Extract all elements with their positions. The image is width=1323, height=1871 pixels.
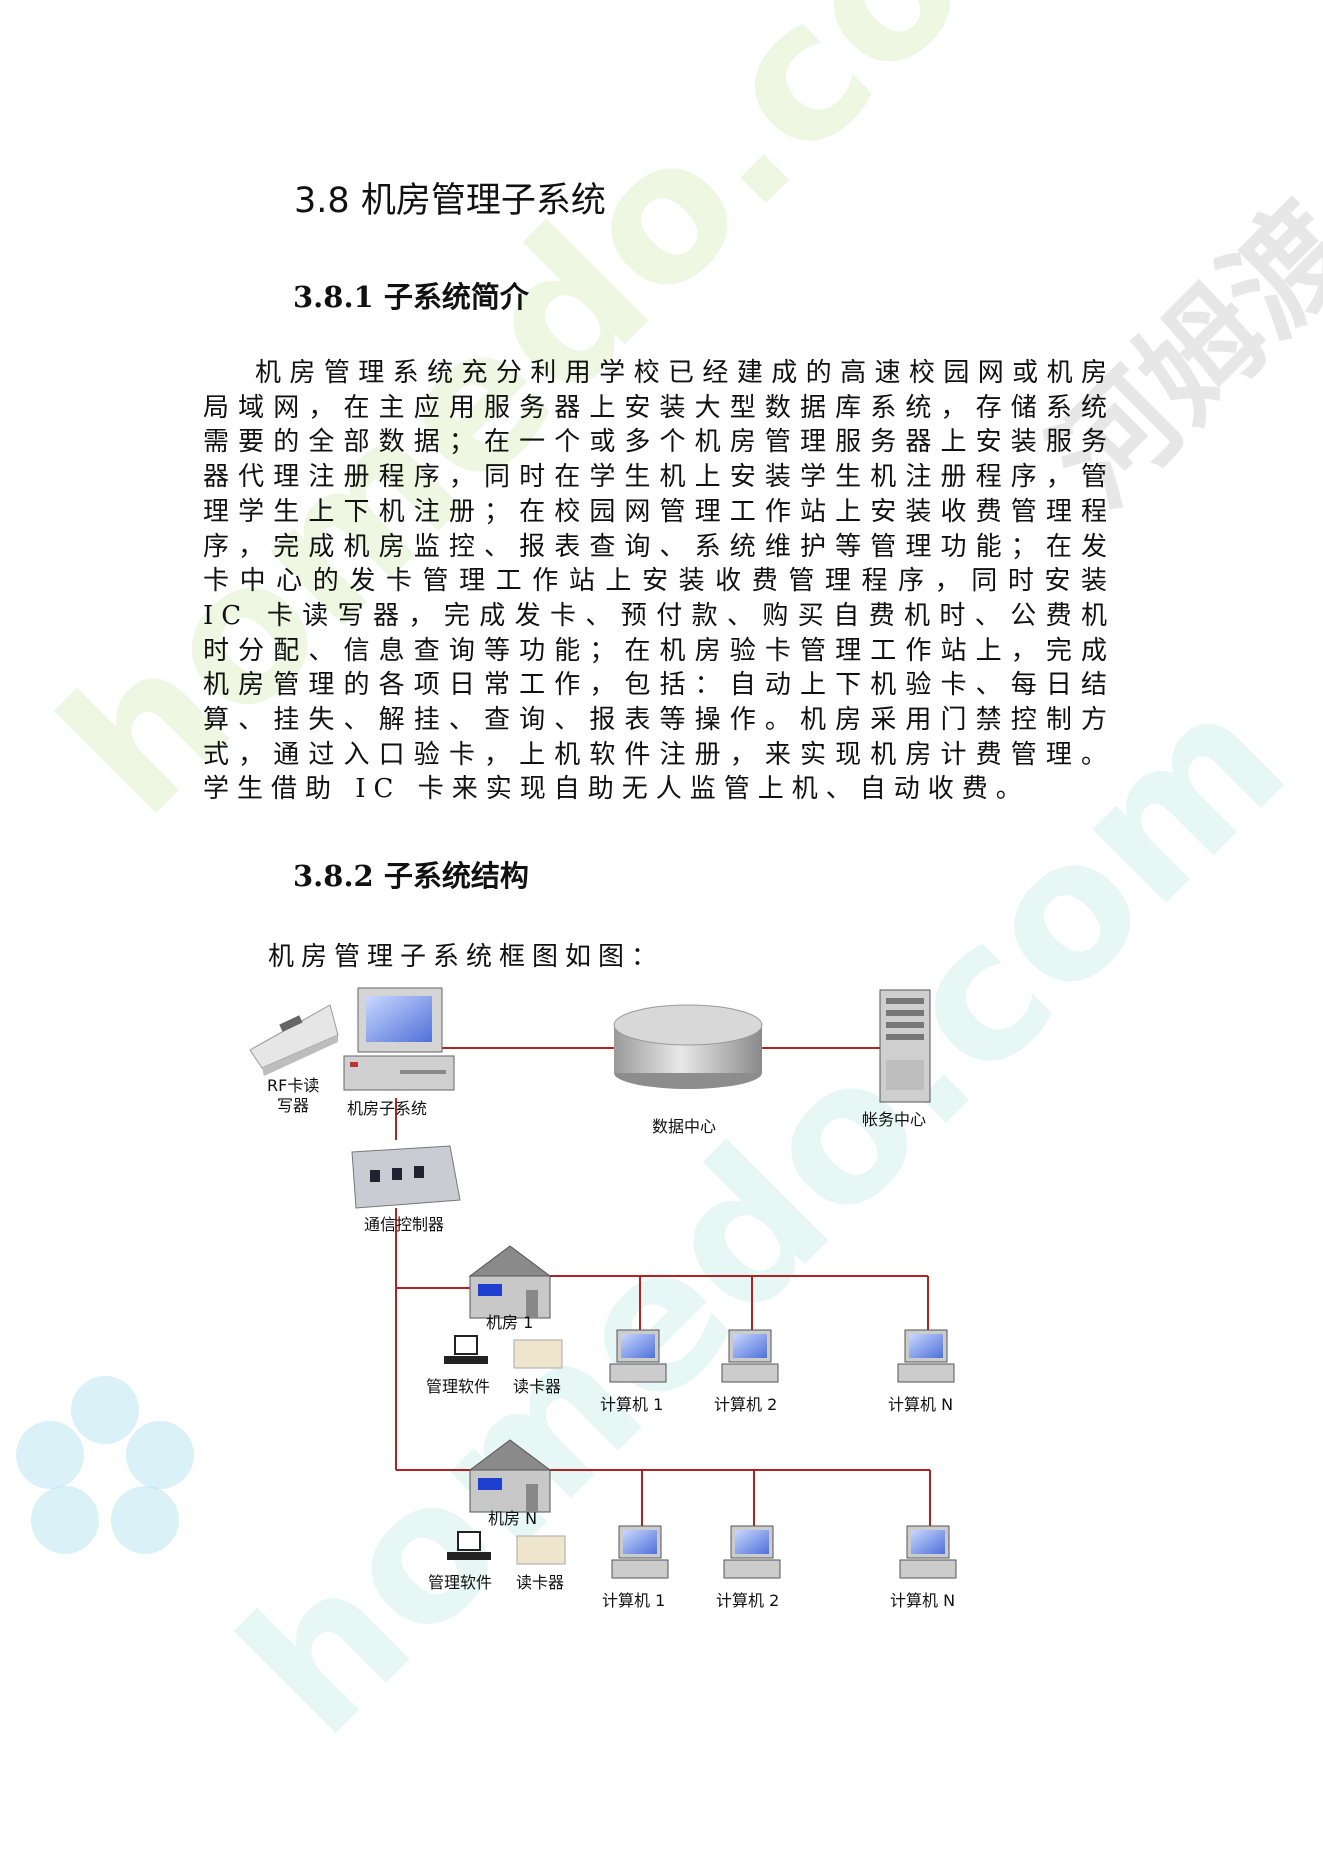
room-n-card-reader-label: 读卡器 [516, 1573, 564, 1592]
room-n-mgmt-software-label: 管理软件 [428, 1573, 492, 1592]
database-icon [613, 1004, 763, 1089]
room-n-label: 机房 N [488, 1509, 537, 1528]
section-heading: 3.8 机房管理子系统 [294, 181, 606, 221]
rf-reader-label: RF卡读 [267, 1076, 319, 1095]
room-1-computer-n-label: 计算机 N [888, 1395, 953, 1414]
room-n-computer-1-label: 计算机 1 [602, 1591, 665, 1610]
card-reader-icon [513, 1339, 563, 1369]
card-reader-icon [516, 1535, 566, 1565]
room-1-computer-2-label: 计算机 2 [714, 1395, 777, 1414]
rf-reader-label: 写器 [277, 1096, 309, 1115]
computer-icon [609, 1329, 667, 1383]
computer-icon [723, 1525, 781, 1579]
room-1-computer-1-label: 计算机 1 [600, 1395, 663, 1414]
room-n-building-icon [468, 1439, 552, 1513]
connection-lines [395, 1047, 931, 1526]
management-software-icon [447, 1531, 491, 1560]
room-n-computer-2-label: 计算机 2 [716, 1591, 779, 1610]
room-1-label: 机房 1 [486, 1313, 533, 1332]
intro-paragraph: 机房管理系统充分利用学校已经建成的高速校园网或机房局域网，在主应用服务器上安装大… [203, 358, 1115, 805]
computer-icon [899, 1525, 957, 1579]
room-subsystem-computer-icon [343, 987, 455, 1091]
accounts-center-label: 帐务中心 [862, 1110, 926, 1129]
flower-watermark-icon [16, 1376, 194, 1554]
diagram-caption: 机房管理子系统框图如图： [268, 942, 665, 972]
comm-controller-label: 通信控制器 [364, 1215, 444, 1234]
computer-icon [897, 1329, 955, 1383]
data-center-label: 数据中心 [652, 1117, 716, 1136]
room-subsystem-label: 机房子系统 [347, 1099, 427, 1118]
subsection-heading-intro: 3.8.1 子系统简介 [293, 280, 529, 314]
server-tower-icon [879, 989, 931, 1103]
room-1-building-icon [468, 1245, 552, 1319]
management-software-icon [444, 1335, 488, 1364]
room-1-card-reader-label: 读卡器 [513, 1377, 561, 1396]
comm-controller-icon [351, 1145, 461, 1209]
computer-icon [611, 1525, 669, 1579]
room-n-computer-n-label: 计算机 N [890, 1591, 955, 1610]
subsection-heading-structure: 3.8.2 子系统结构 [293, 859, 529, 893]
room-1-mgmt-software-label: 管理软件 [426, 1377, 490, 1396]
rf-reader-icon [249, 1004, 339, 1076]
computer-icon [721, 1329, 779, 1383]
